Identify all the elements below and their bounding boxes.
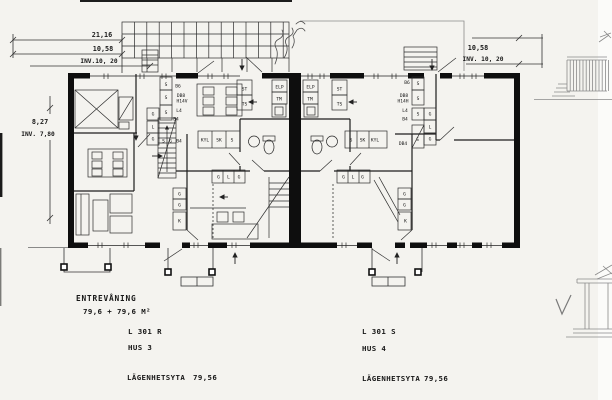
room-label-g: G — [429, 137, 432, 143]
dim-left-width-inv: INV.10, 20 — [80, 58, 118, 65]
room-label-elp: ELP — [275, 85, 284, 91]
room-label-l: L — [352, 175, 355, 181]
room-label-g: G — [429, 112, 432, 118]
left-unit-area-label: LÄGENHETSYTA — [127, 373, 185, 382]
direction-arrows — [133, 59, 435, 264]
room-label-b4: B4 — [402, 117, 408, 123]
room-label-db8: DB8 — [177, 93, 186, 99]
right-unit-area-label: LÄGENHETSYTA — [362, 374, 420, 383]
stairs — [157, 117, 401, 239]
room-label-s: S — [350, 138, 353, 144]
dim-right-width-inv: INV. 10, 20 — [463, 56, 504, 63]
room-label-db4: DB4 — [399, 141, 408, 147]
room-label-s: S — [416, 137, 419, 143]
dim-right-width: 10,58 — [468, 44, 488, 52]
title-block: ENTREVÅNING 79,6 + 79,6 M² L 301 R HUS 3… — [76, 294, 448, 383]
right-unit-area-value: 79,56 — [424, 374, 448, 383]
room-label-s: S — [417, 96, 420, 102]
room-label-b6: B6 — [404, 80, 410, 86]
room-label-s: S — [231, 138, 234, 144]
left-unit-house: HUS 3 — [128, 343, 152, 352]
room-label-s: S — [417, 112, 420, 118]
porches — [60, 248, 423, 287]
room-label-s: S — [417, 81, 420, 87]
window-openings — [88, 73, 502, 248]
cabinets-and-closets — [146, 76, 437, 231]
floor-name: ENTREVÅNING — [76, 294, 136, 303]
room-label-g: G — [403, 203, 406, 209]
room-label-tm: TM — [307, 97, 313, 103]
room-label-g: G — [152, 112, 155, 118]
dim-depth-inv: INV. 7,80 — [21, 131, 55, 138]
room-label-sk: SK — [216, 138, 222, 144]
room-label-g: G — [342, 175, 345, 181]
room-label-tm: TM — [276, 97, 282, 103]
dim-depth: 8,27 — [32, 118, 48, 126]
room-label-st: ST — [337, 87, 343, 93]
room-label-kyl: KYL — [371, 138, 380, 144]
room-label-s: S — [165, 82, 168, 88]
left-unit-area-value: 79,56 — [193, 373, 217, 382]
room-label-db8: DB8 — [400, 93, 409, 99]
dimension-texts: 21,16 10,58 INV.10, 20 10,58 INV. 10, 20… — [21, 31, 504, 138]
room-label-g: G — [217, 175, 220, 181]
room-label-g: G — [238, 175, 241, 181]
room-label-kyl: KYL — [201, 138, 210, 144]
room-label-s: S — [165, 95, 168, 101]
pencil-roof-outline — [300, 20, 465, 71]
room-label-ts: TS — [337, 102, 343, 108]
dim-left-width: 10,58 — [93, 45, 113, 53]
room-label-ts: TS — [242, 102, 248, 108]
room-label-l4: L4 — [402, 108, 408, 114]
room-label-l: L — [227, 175, 230, 181]
room-label-b6: B6 — [175, 84, 181, 90]
room-label-b4: B4 — [176, 139, 182, 145]
room-label-s: S — [162, 139, 165, 145]
room-label-g: G — [178, 192, 181, 198]
right-unit-house: HUS 4 — [362, 344, 386, 353]
room-label-g: G — [152, 137, 155, 143]
floor-area: 79,6 + 79,6 M² — [83, 307, 151, 316]
room-label-st: ST — [242, 87, 248, 93]
right-unit-code: L 301 S — [362, 327, 396, 336]
dimension-lines — [9, 34, 543, 248]
trellis-grid — [121, 21, 290, 73]
pencil-margin-sketches — [534, 30, 612, 338]
room-label-s: S — [165, 110, 168, 116]
exterior-walls — [68, 73, 520, 248]
room-label-sk: SK — [360, 138, 366, 144]
room-label-k: K — [178, 219, 181, 225]
room-label-elp: ELP — [306, 85, 315, 91]
room-label-g: G — [169, 139, 172, 145]
room-label-g: G — [361, 175, 364, 181]
interior-walls — [74, 74, 514, 240]
room-label-l4: L4 — [176, 108, 182, 114]
room-label-l: L — [429, 125, 432, 131]
room-label-g: G — [178, 203, 181, 209]
room-label-g: G — [403, 192, 406, 198]
left-unit-code: L 301 R — [128, 327, 162, 336]
room-label-l: L — [152, 125, 155, 131]
room-label-b4: B4 — [173, 117, 179, 123]
check-mark — [555, 294, 572, 316]
dim-total-width: 21,16 — [92, 31, 112, 39]
room-label-h14h: H14H — [397, 99, 408, 105]
room-label-h14v: H14V — [176, 99, 187, 105]
door-swings — [137, 56, 457, 262]
handwritten-note — [274, 21, 306, 65]
furniture — [74, 83, 338, 240]
room-label-k: K — [404, 219, 407, 225]
